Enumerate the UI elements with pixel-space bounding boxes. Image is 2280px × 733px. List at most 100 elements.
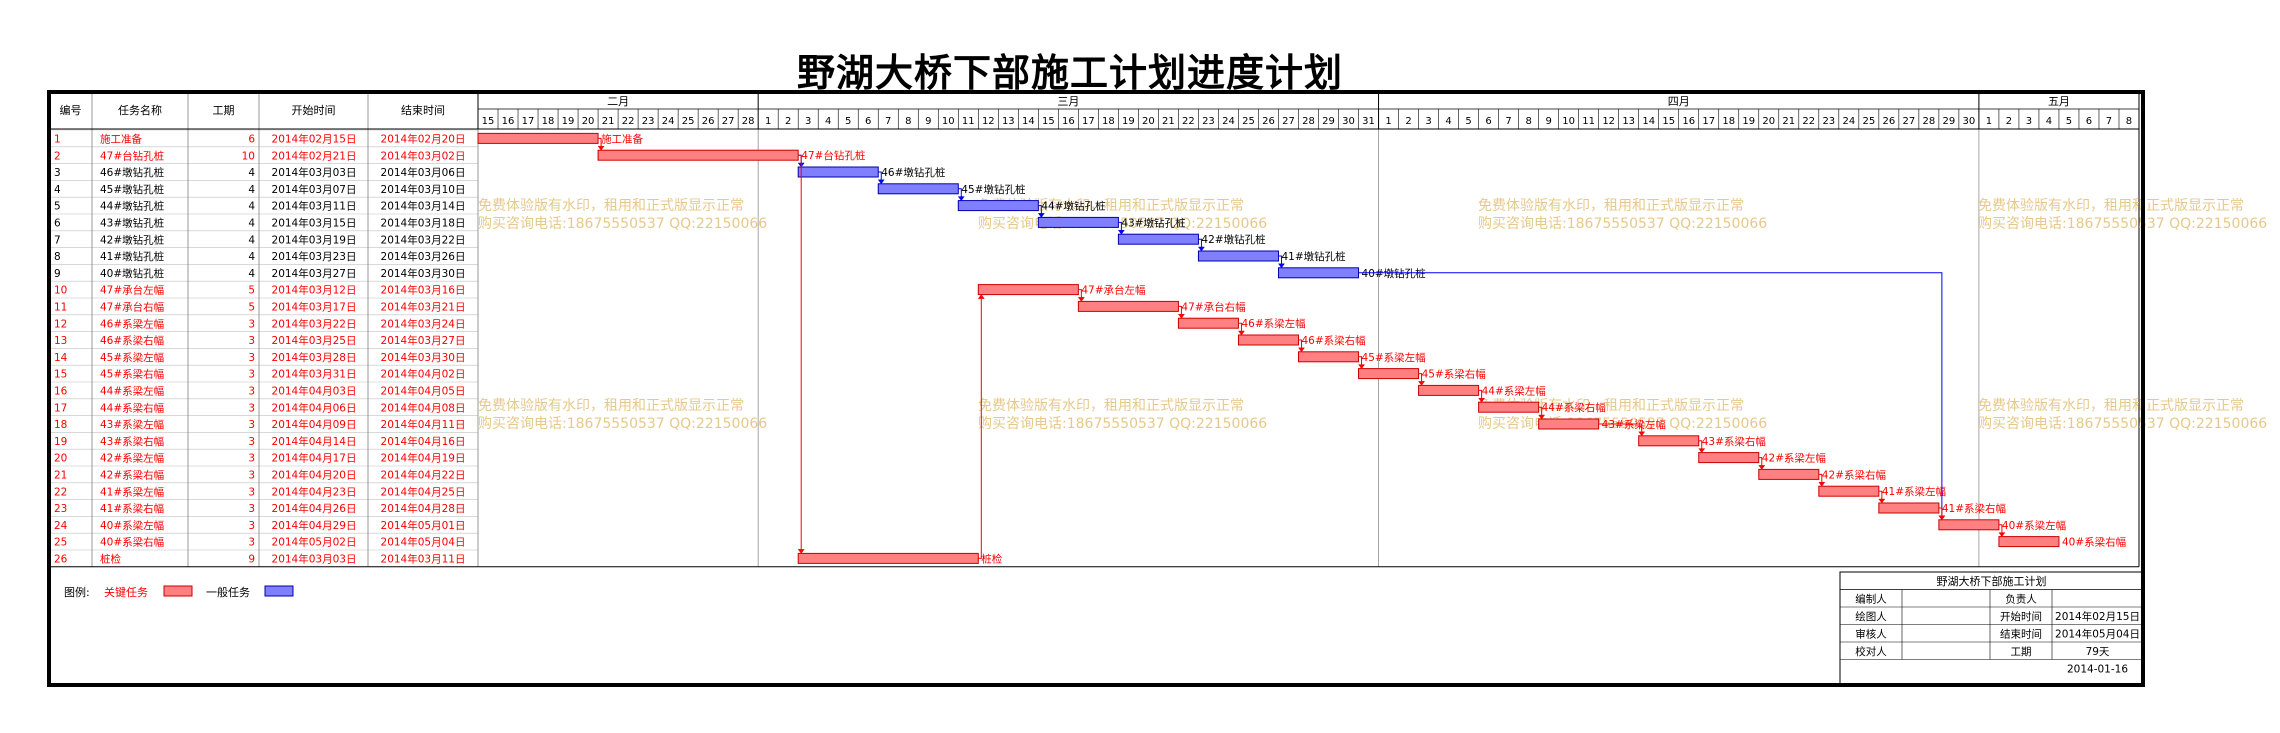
day-label: 30 — [1963, 116, 1976, 127]
link-arrow — [1418, 381, 1426, 386]
task-cell-duration: 5 — [248, 285, 255, 297]
task-bar[interactable] — [1277, 267, 1360, 279]
task-bar[interactable] — [1117, 233, 1199, 245]
task-bar[interactable] — [1418, 384, 1480, 396]
task-cell-name: 43#系梁左幅 — [100, 418, 164, 431]
task-cell-duration: 3 — [248, 402, 255, 414]
task-cell-name: 40#墩钻孔桩 — [100, 267, 165, 280]
task-cell-name: 桩检 — [100, 553, 121, 566]
task-cell-id: 14 — [54, 352, 68, 364]
task-bar[interactable] — [1297, 351, 1360, 363]
task-cell-duration: 4 — [248, 184, 255, 196]
task-cell-duration: 3 — [248, 503, 255, 515]
task-cell-duration: 4 — [248, 167, 255, 179]
task-cell-id: 4 — [54, 184, 61, 196]
task-bar-label: 44#墩钻孔桩 — [1041, 200, 1106, 213]
task-cell-id: 6 — [54, 218, 61, 230]
day-label: 7 — [885, 116, 891, 127]
day-label: 18 — [1722, 116, 1735, 127]
task-bar[interactable] — [1938, 519, 2000, 531]
watermark-text: 免费体验版有水印，租用和正式版显示正常 — [1978, 198, 2244, 214]
task-cell-name: 46#系梁左幅 — [100, 317, 164, 330]
task-cell-end_label: 2014年04月28日 — [381, 502, 466, 515]
task-bar[interactable] — [1818, 485, 1880, 497]
day-label: 16 — [502, 116, 515, 127]
task-cell-end_label: 2014年03月24日 — [381, 317, 466, 330]
day-label: 21 — [1162, 116, 1175, 127]
watermark-text: 购买咨询电话:18675550537 QQ:22150066 — [478, 416, 767, 432]
task-cell-duration: 3 — [248, 520, 255, 532]
day-label: 10 — [942, 116, 955, 127]
day-label: 20 — [1762, 116, 1775, 127]
day-label: 10 — [1562, 116, 1575, 127]
info-cell: 负责人 — [2005, 593, 2037, 606]
task-cell-end_label: 2014年03月02日 — [381, 149, 466, 162]
day-label: 19 — [562, 116, 575, 127]
task-bar[interactable] — [977, 284, 1079, 296]
task-cell-duration: 3 — [248, 369, 255, 381]
task-bar[interactable] — [1998, 536, 2060, 548]
task-cell-name: 施工准备 — [100, 133, 142, 146]
day-label: 27 — [722, 116, 735, 127]
task-cell-start_label: 2014年03月25日 — [272, 334, 357, 347]
task-cell-name: 42#系梁右幅 — [100, 469, 164, 482]
task-bar[interactable] — [1758, 468, 1820, 480]
task-bar[interactable] — [1538, 418, 1600, 430]
task-bar[interactable] — [957, 200, 1039, 212]
task-bar[interactable] — [1037, 216, 1119, 228]
link-arrow — [1358, 364, 1366, 370]
watermark-text: 免费体验版有水印，租用和正式版显示正常 — [478, 198, 744, 214]
task-bar[interactable] — [1358, 368, 1420, 380]
watermark-text: 购买咨询电话:18675550537 QQ:22150066 — [1978, 416, 2267, 432]
task-cell-id: 18 — [54, 419, 67, 431]
link-arrow — [1638, 431, 1646, 437]
task-bar[interactable] — [1698, 452, 1760, 464]
task-bar[interactable] — [1237, 334, 1299, 346]
task-cell-name: 41#系梁右幅 — [100, 502, 164, 515]
watermark-text: 免费体验版有水印，租用和正式版显示正常 — [1478, 198, 1744, 214]
task-bar[interactable] — [597, 149, 799, 161]
day-label: 19 — [1742, 116, 1755, 127]
task-bar[interactable] — [797, 166, 879, 178]
task-cell-id: 16 — [54, 386, 68, 398]
task-bar[interactable] — [797, 552, 979, 564]
task-bar-label: 施工准备 — [601, 132, 643, 145]
task-bar[interactable] — [877, 183, 959, 195]
task-cell-end_label: 2014年03月30日 — [381, 351, 466, 364]
day-label: 27 — [1902, 116, 1915, 127]
day-label: 5 — [845, 116, 851, 127]
task-cell-end_label: 2014年05月04日 — [381, 536, 466, 549]
task-cell-start_label: 2014年03月07日 — [272, 183, 357, 196]
day-label: 15 — [1662, 116, 1675, 127]
task-bar[interactable] — [1197, 250, 1279, 262]
day-label: 4 — [1445, 116, 1451, 127]
task-cell-id: 2 — [54, 150, 61, 162]
task-cell-duration: 3 — [248, 352, 255, 364]
task-cell-start_label: 2014年04月03日 — [272, 385, 357, 398]
header-end: 结束时间 — [401, 104, 445, 117]
day-label: 20 — [582, 116, 595, 127]
task-bar[interactable] — [1177, 317, 1239, 329]
task-bar[interactable] — [1638, 435, 1700, 447]
task-bar[interactable] — [1878, 502, 1940, 514]
task-bar-label: 45#系梁左幅 — [1362, 351, 1426, 364]
task-bar-label: 44#系梁左幅 — [1482, 384, 1546, 397]
month-label: 三月 — [1057, 95, 1079, 108]
info-cell: 79天 — [2086, 646, 2110, 658]
day-label: 17 — [1702, 116, 1715, 127]
task-cell-id: 8 — [54, 251, 61, 263]
legend-critical-swatch — [163, 585, 193, 597]
watermark-text: 免费体验版有水印，租用和正式版显示正常 — [1478, 398, 1744, 414]
task-bar[interactable] — [1478, 401, 1540, 413]
link-arrow — [1698, 448, 1706, 454]
day-label: 12 — [1602, 116, 1615, 127]
day-label: 18 — [542, 116, 555, 127]
day-label: 1 — [1385, 116, 1391, 127]
task-cell-name: 40#系梁左幅 — [100, 519, 164, 532]
task-cell-duration: 3 — [248, 335, 255, 347]
day-label: 26 — [1882, 116, 1895, 127]
task-bar[interactable] — [1077, 300, 1179, 312]
task-bar[interactable] — [477, 132, 599, 144]
day-label: 23 — [1202, 116, 1215, 127]
day-label: 4 — [825, 116, 831, 127]
